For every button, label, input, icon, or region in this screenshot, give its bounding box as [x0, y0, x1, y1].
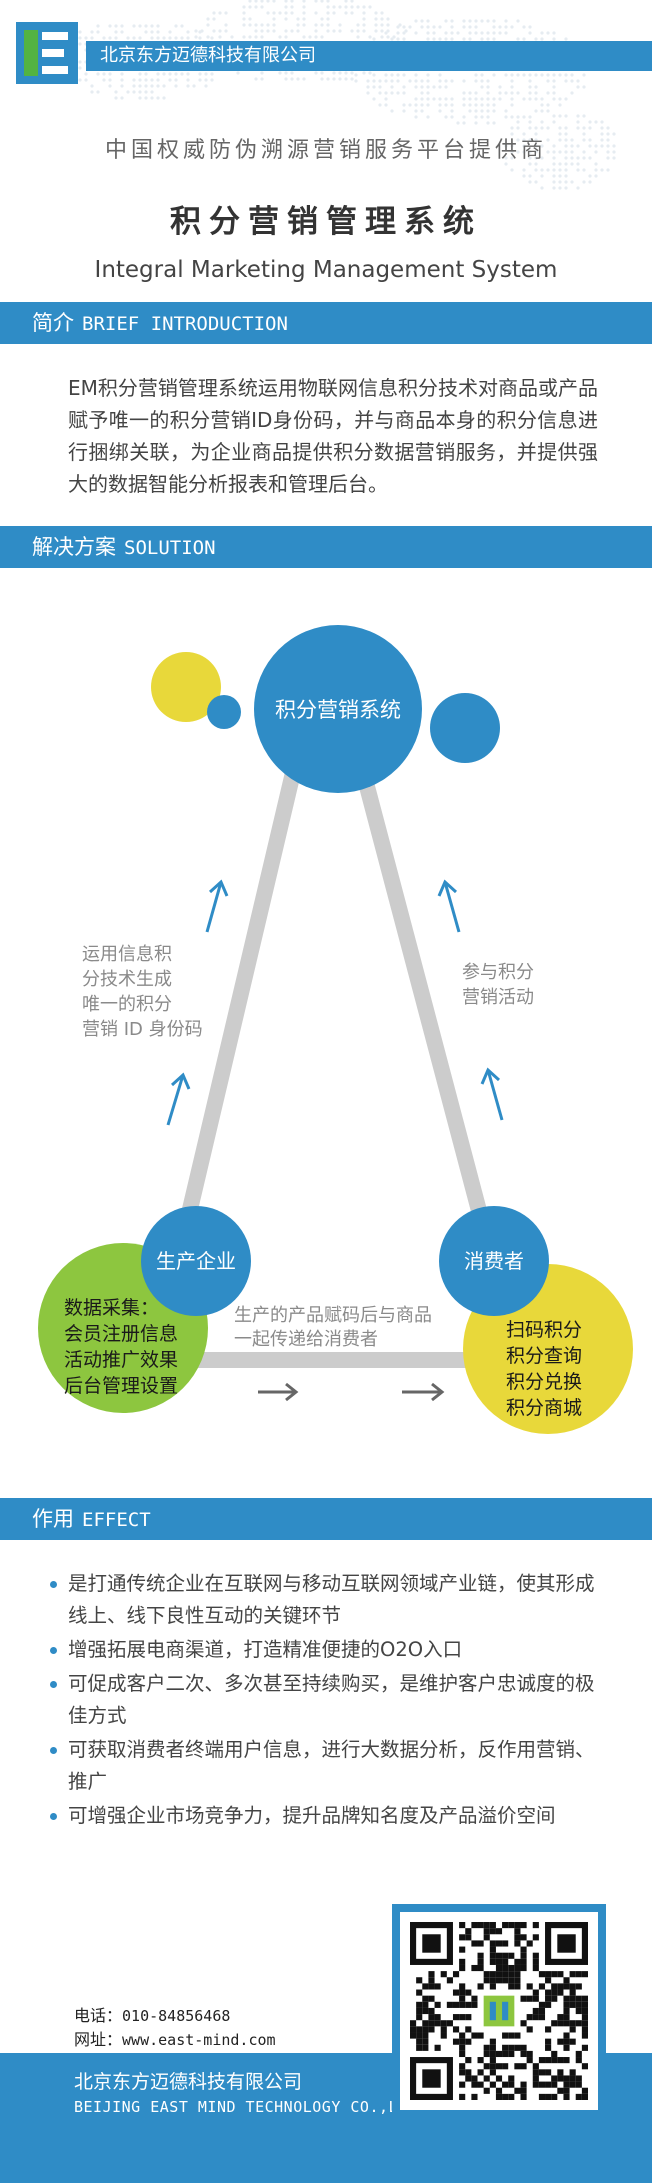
consumer-action-line: 扫码积分: [506, 1319, 582, 1341]
effect-item: 增强拓展电商渠道，打造精准便捷的O2O入口: [50, 1634, 610, 1666]
website-link[interactable]: www.east-mind.com: [122, 2031, 276, 2049]
phone-label: 电话：: [74, 2006, 123, 2025]
producer-data-line: 会员注册信息: [64, 1323, 178, 1345]
deco-circle-right-blue: [430, 693, 500, 763]
intro-paragraph: EM积分营销管理系统运用物联网信息积分技术对商品或产品赋予唯一的积分营销ID身份…: [68, 376, 598, 496]
website-label: 网址：: [74, 2030, 123, 2049]
page-title: 积分营销管理系统: [170, 204, 482, 240]
arrow-right-1: [258, 1382, 299, 1402]
consumer-action-line: 积分查询: [506, 1345, 582, 1367]
company-logo: [16, 22, 78, 84]
arrow-up-left-1: [205, 879, 229, 933]
qr-code: [410, 1922, 588, 2100]
bottom-edge-line: 生产的产品赋码后与商品: [234, 1305, 432, 1326]
consumer-action-line: 积分商城: [506, 1397, 582, 1419]
producer-data-line: 数据采集：: [64, 1297, 159, 1319]
footer-company-cn: 北京东方迈德科技有限公司: [74, 2071, 303, 2093]
left-edge-label: 运用信息积 分技术生成 唯一的积分 营销 ID 身份码: [82, 944, 203, 1040]
section-header-intro: 简介 BRIEF INTRODUCTION: [0, 302, 652, 344]
edge-right: [352, 757, 500, 1263]
producer-data-line: 后台管理设置: [64, 1375, 178, 1397]
edge-left: [170, 758, 304, 1262]
section-label-en: SOLUTION: [124, 537, 216, 559]
section-label-cn: 简介: [32, 311, 74, 335]
arrow-up-right-1: [437, 879, 461, 933]
section-header-effect: 作用 EFFECT: [0, 1498, 652, 1540]
effect-item: 可促成客户二次、多次甚至持续购买，是维护客户忠诚度的极佳方式: [50, 1668, 610, 1732]
right-edge-label: 参与积分 营销活动: [462, 962, 540, 1008]
section-label-en: EFFECT: [82, 1509, 151, 1531]
website-row: 网址：www.east-mind.com: [74, 2028, 276, 2052]
section-label-cn: 解决方案: [32, 535, 116, 559]
deco-circle-yellow: [151, 652, 221, 722]
qr-code-frame: [392, 1904, 606, 2118]
left-edge-line: 分技术生成: [82, 969, 172, 990]
consumer-node-circle: [439, 1206, 549, 1316]
phone-number: 010-84856468: [122, 2007, 231, 2025]
center-node-circle: [254, 625, 422, 793]
footer-company-en: BEIJING EAST MIND TECHNOLOGY CO.,LTD.: [74, 2098, 427, 2116]
effect-item: 可获取消费者终端用户信息，进行大数据分析，反作用营销、推广: [50, 1734, 610, 1798]
section-label-en: BRIEF INTRODUCTION: [82, 313, 288, 335]
center-node-label: 积分营销系统: [275, 698, 401, 722]
phone-row: 电话：010-84856468: [74, 2004, 276, 2028]
producer-data-list: 数据采集： 会员注册信息 活动推广效果 后台管理设置: [64, 1297, 184, 1397]
right-edge-line: 参与积分: [462, 962, 534, 983]
section-header-solution: 解决方案 SOLUTION: [0, 526, 652, 568]
arrow-up-left-2: [166, 1072, 191, 1126]
arrow-right-2: [402, 1382, 445, 1402]
arrow-up-right-2: [480, 1067, 504, 1121]
consumer-action-list: 扫码积分 积分查询 积分兑换 积分商城: [506, 1319, 588, 1419]
left-edge-line: 营销 ID 身份码: [82, 1019, 203, 1040]
bottom-edge-label: 生产的产品赋码后与商品 一起传递给消费者: [234, 1305, 438, 1350]
section-label-cn: 作用: [32, 1507, 74, 1531]
page-subtitle: Integral Marketing Management System: [94, 257, 558, 283]
consumer-action-line: 积分兑换: [506, 1371, 582, 1393]
right-edge-line: 营销活动: [462, 987, 534, 1008]
effect-item: 是打通传统企业在互联网与移动互联网领域产业链，使其形成线上、线下良性互动的关键环…: [50, 1568, 610, 1632]
producer-node-label: 生产企业: [156, 1249, 236, 1273]
producer-node-circle: [141, 1206, 251, 1316]
solution-diagram: 积分营销系统 运用信息积 分技术生成 唯一的积分 营销 ID 身份码 参与积分 …: [38, 625, 633, 1434]
left-edge-line: 唯一的积分: [82, 994, 172, 1015]
bottom-edge-line: 一起传递给消费者: [234, 1329, 378, 1350]
consumer-node-label: 消费者: [464, 1249, 524, 1273]
company-name-bar: 北京东方迈德科技有限公司: [86, 41, 652, 71]
tagline: 中国权威防伪溯源营销服务平台提供商: [104, 138, 547, 163]
contact-info: 电话：010-84856468 网址：www.east-mind.com: [74, 2004, 276, 2052]
producer-data-line: 活动推广效果: [64, 1349, 178, 1371]
left-edge-line: 运用信息积: [82, 944, 172, 965]
deco-circle-small-blue: [207, 695, 241, 729]
effect-list: 是打通传统企业在互联网与移动互联网领域产业链，使其形成线上、线下良性互动的关键环…: [50, 1568, 610, 1834]
effect-item: 可增强企业市场竞争力，提升品牌知名度及产品溢价空间: [50, 1800, 610, 1832]
